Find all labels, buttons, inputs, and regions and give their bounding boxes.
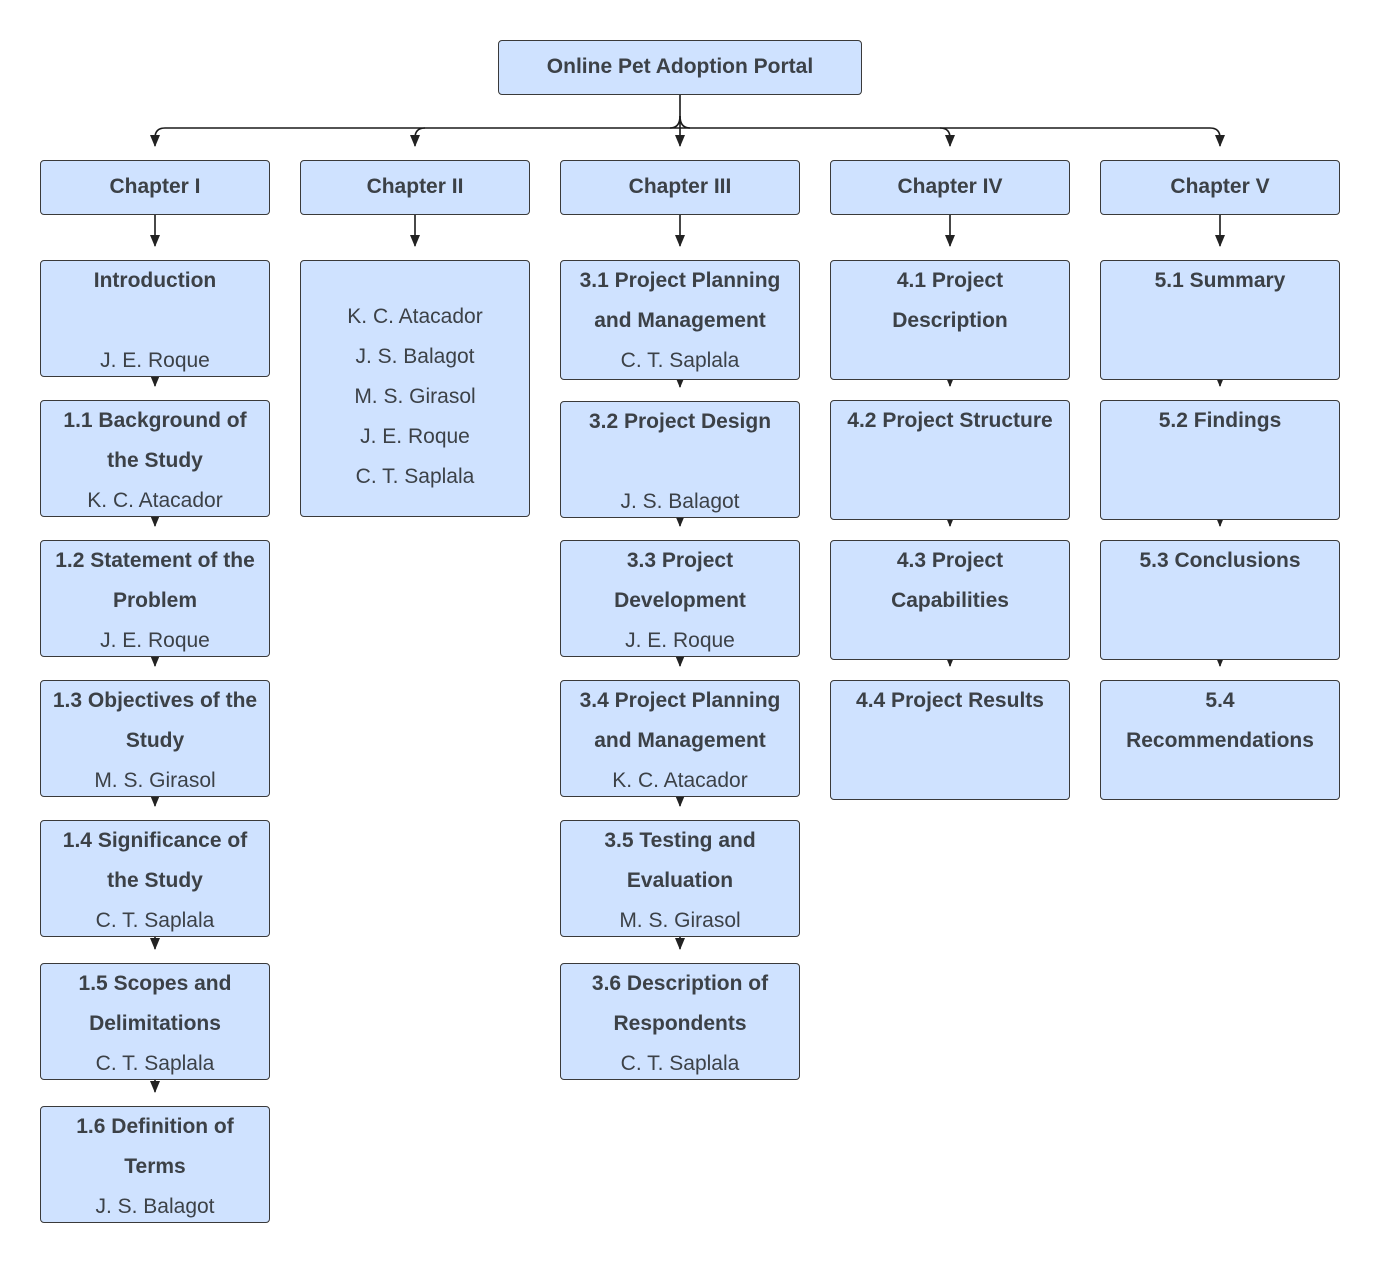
- chapter-2-title: Chapter II: [366, 175, 464, 198]
- author-name: J. S. Balagot: [355, 345, 475, 368]
- root-title: Online Pet Adoption Portal: [546, 55, 814, 78]
- chapter-2-header: Chapter II: [300, 160, 530, 215]
- author-name: C. T. Saplala: [355, 465, 475, 488]
- section-title: 3.3 Project: [626, 549, 734, 572]
- section-box: Introduction J. E. Roque: [40, 260, 270, 377]
- section-box: 4.1 Project Description: [830, 260, 1070, 380]
- chapter-1-header: Chapter I: [40, 160, 270, 215]
- author-name: M. S. Girasol: [354, 385, 476, 408]
- section-author: C. T. Saplala: [620, 1052, 740, 1075]
- section-author: J. S. Balagot: [620, 490, 740, 513]
- section-box: 5.1 Summary: [1100, 260, 1340, 380]
- section-title: Respondents: [613, 1012, 747, 1035]
- section-box: 3.2 Project Design J. S. Balagot: [560, 401, 800, 518]
- section-title: 5.1 Summary: [1154, 269, 1286, 292]
- section-author: M. S. Girasol: [619, 909, 741, 932]
- section-title: Evaluation: [626, 869, 734, 892]
- author-name: J. E. Roque: [360, 425, 470, 448]
- section-author: C. T. Saplala: [620, 349, 740, 372]
- section-title: 1.3 Objectives of the: [52, 689, 258, 712]
- section-box: 1.6 Definition of Terms J. S. Balagot: [40, 1106, 270, 1223]
- section-box: 1.1 Background of the Study K. C. Atacad…: [40, 400, 270, 517]
- section-title: [561, 442, 799, 482]
- section-box: 4.3 Project Capabilities: [830, 540, 1070, 660]
- section-title: Description: [892, 309, 1008, 332]
- section-title: 4.3 Project: [896, 549, 1004, 572]
- section-title: 5.2 Findings: [1158, 409, 1282, 432]
- section-title: 1.6 Definition of: [76, 1115, 234, 1138]
- section-title: 4.1 Project: [896, 269, 1004, 292]
- section-title: and Management: [594, 729, 766, 752]
- section-author: C. T. Saplala: [95, 909, 215, 932]
- chapter-connector: [150, 127, 166, 147]
- section-author: J. E. Roque: [100, 629, 210, 652]
- chapter-2-authors-box: K. C. Atacador J. S. Balagot M. S. Giras…: [300, 260, 530, 517]
- section-author: C. T. Saplala: [95, 1052, 215, 1075]
- section-title: Study: [125, 729, 185, 752]
- section-title: Problem: [112, 589, 198, 612]
- chapter-5-header: Chapter V: [1100, 160, 1340, 215]
- chapter-1-title: Chapter I: [109, 175, 201, 198]
- section-author: K. C. Atacador: [612, 769, 748, 792]
- section-title: 3.6 Description of: [591, 972, 769, 995]
- section-author: M. S. Girasol: [94, 769, 216, 792]
- chapter-4-header: Chapter IV: [830, 160, 1070, 215]
- chapter-4-title: Chapter IV: [897, 175, 1003, 198]
- section-title: 4.4 Project Results: [856, 689, 1044, 712]
- section-title: Capabilities: [891, 589, 1009, 612]
- section-title: Development: [614, 589, 746, 612]
- section-box: 3.1 Project Planning and Management C. T…: [560, 260, 800, 380]
- section-title: the Study: [107, 869, 203, 892]
- section-box: 4.4 Project Results: [830, 680, 1070, 800]
- section-title: 3.5 Testing and: [604, 829, 756, 852]
- section-author: J. S. Balagot: [95, 1195, 215, 1218]
- section-box: 1.3 Objectives of the Study M. S. Giraso…: [40, 680, 270, 797]
- section-title: 1.5 Scopes and: [78, 972, 232, 995]
- section-box: 5.4 Recommendations: [1100, 680, 1340, 800]
- section-box: 1.5 Scopes and Delimitations C. T. Sapla…: [40, 963, 270, 1080]
- author-name: K. C. Atacador: [347, 305, 483, 328]
- section-title: 5.4: [1205, 689, 1235, 712]
- section-author: J. E. Roque: [100, 349, 210, 372]
- chapter-connector: [939, 127, 955, 147]
- section-box: 1.4 Significance of the Study C. T. Sapl…: [40, 820, 270, 937]
- section-title: 3.4 Project Planning: [579, 689, 781, 712]
- section-title: 5.3 Conclusions: [1139, 549, 1301, 572]
- section-title: 3.2 Project Design: [588, 410, 772, 433]
- section-title: the Study: [107, 449, 203, 472]
- section-title: 1.4 Significance of: [62, 829, 248, 852]
- section-title: Recommendations: [1126, 729, 1314, 752]
- section-title: 4.2 Project Structure: [847, 409, 1053, 432]
- section-box: 3.6 Description of Respondents C. T. Sap…: [560, 963, 800, 1080]
- section-box: 5.3 Conclusions: [1100, 540, 1340, 660]
- chapter-connector: [410, 127, 426, 147]
- section-box: 1.2 Statement of the Problem J. E. Roque: [40, 540, 270, 657]
- section-box: 5.2 Findings: [1100, 400, 1340, 520]
- section-title: 1.2 Statement of the: [55, 549, 255, 572]
- section-box: 3.4 Project Planning and Management K. C…: [560, 680, 800, 797]
- section-title: and Management: [594, 309, 766, 332]
- section-title: [41, 301, 269, 341]
- section-title: Terms: [124, 1155, 186, 1178]
- root-connector: [679, 95, 691, 129]
- root-connector: [669, 115, 681, 129]
- section-box: 3.3 Project Development J. E. Roque: [560, 540, 800, 657]
- section-box: 4.2 Project Structure: [830, 400, 1070, 520]
- section-box: 3.5 Testing and Evaluation M. S. Girasol: [560, 820, 800, 937]
- chapter-5-title: Chapter V: [1170, 175, 1270, 198]
- section-title: 3.1 Project Planning: [579, 269, 781, 292]
- section-title: Introduction: [93, 269, 217, 292]
- root-box: Online Pet Adoption Portal: [498, 40, 862, 95]
- section-author: J. E. Roque: [625, 629, 735, 652]
- chapter-connector: [1209, 127, 1225, 147]
- section-title: Delimitations: [89, 1012, 221, 1035]
- section-title: 1.1 Background of: [63, 409, 247, 432]
- section-author: K. C. Atacador: [87, 489, 223, 512]
- chapter-3-title: Chapter III: [628, 175, 732, 198]
- chapter-3-header: Chapter III: [560, 160, 800, 215]
